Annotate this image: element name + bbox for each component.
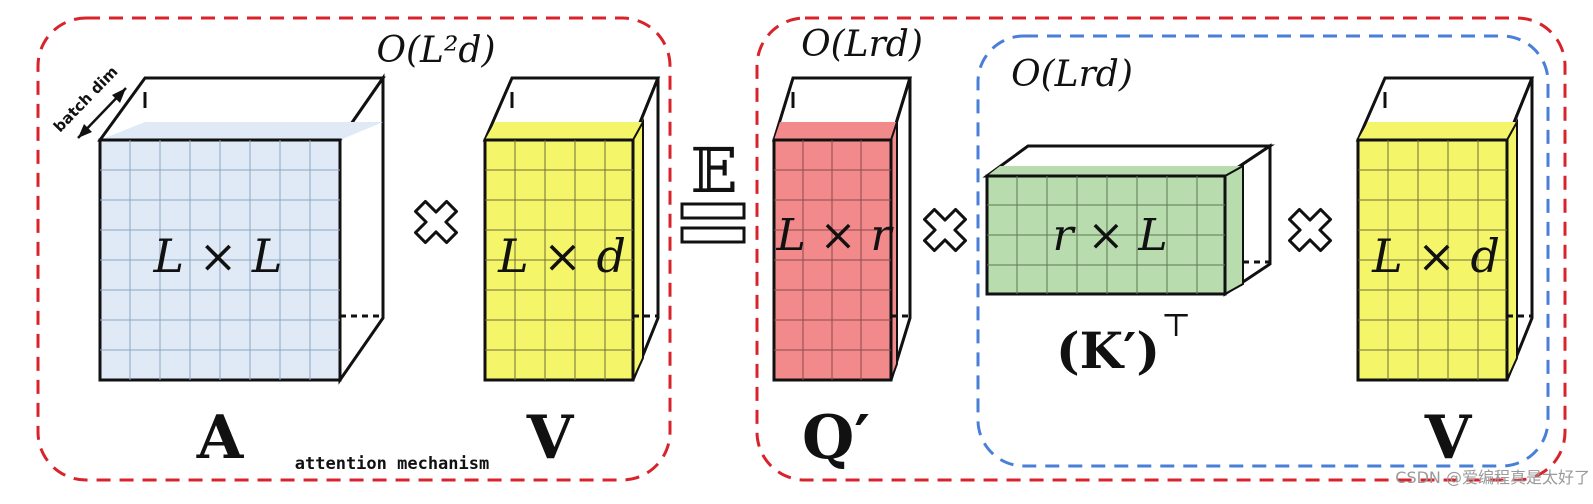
batch-dim-arrow: [77, 87, 127, 139]
matrix-A: [97, 73, 386, 385]
Q-label: Q′: [802, 403, 870, 473]
A-dimension-label: L × L: [153, 229, 283, 283]
expectation-symbol: 𝔼: [690, 134, 737, 207]
attention-caption: attention mechanism: [295, 454, 489, 474]
multiply-icon: [922, 207, 968, 253]
kv-group-border: [976, 34, 1550, 468]
multiply-icon: [1287, 207, 1333, 253]
watermark: CSDN @爱编程真是太好了: [1395, 468, 1590, 487]
A-label: A: [196, 403, 245, 473]
Q-cost-label: O(Lrd): [801, 24, 923, 65]
attention-cost-label: O(L²d): [377, 30, 496, 71]
V2-dimension-label: L × d: [1371, 229, 1500, 283]
Q-dimension-label: L × r: [775, 210, 894, 261]
approximation-group-border: [755, 16, 1567, 482]
KV-cost-label: O(Lrd): [1011, 54, 1133, 95]
V-label: V: [526, 403, 575, 473]
K-transpose-symbol: ⊤: [1161, 306, 1191, 344]
equals-icon: [680, 202, 746, 244]
K-dimension-label: r × L: [1052, 210, 1167, 261]
matrix-V: [482, 76, 661, 382]
K-label: (K′): [1056, 321, 1160, 380]
V-dimension-label: L × d: [497, 229, 626, 283]
V2-label: V: [1424, 403, 1473, 473]
matrix-K-transpose: [982, 143, 1275, 297]
matrix-V-second: [1355, 76, 1535, 382]
matrix-Q: [771, 76, 913, 382]
multiply-icon: [413, 199, 459, 245]
attention-group-border: [36, 16, 672, 482]
